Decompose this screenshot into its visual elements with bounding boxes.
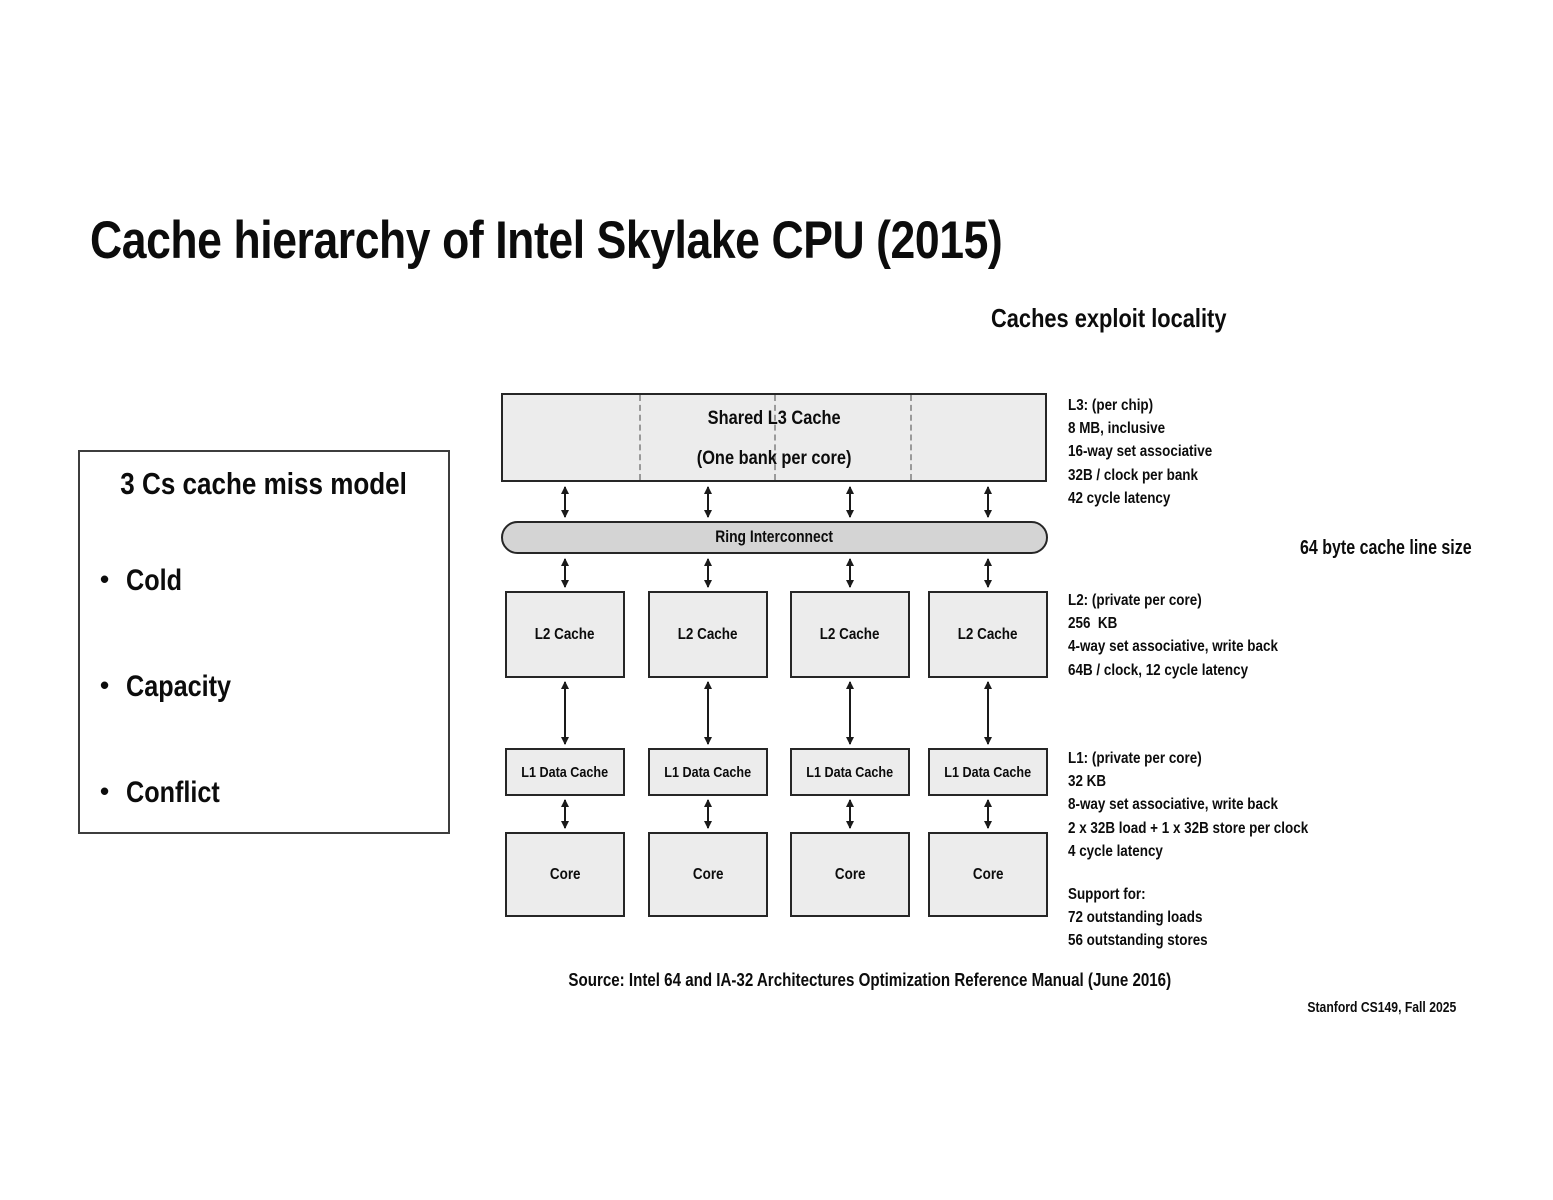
l2-label: L2 Cache (535, 626, 595, 643)
l1-annotation: L1: (private per core) 32 KB 8-way set a… (1068, 747, 1354, 863)
annotation-line: 32 KB (1068, 773, 1107, 791)
l3-label-line2: (One bank per core) (696, 447, 852, 469)
l1-label: L1 Data Cache (521, 764, 609, 781)
l1-label: L1 Data Cache (664, 764, 752, 781)
annotation-line: 256 KB (1068, 615, 1118, 633)
l2-annotation: L2: (private per core) 256 KB 4-way set … (1068, 589, 1318, 682)
bullet-icon: • (100, 776, 110, 806)
annotation-line: 2 x 32B load + 1 x 32B store per clock (1068, 819, 1309, 837)
bullet-icon: • (100, 564, 110, 594)
cache-line-size-note: 64 byte cache line size (1300, 537, 1472, 559)
core-box: Core (790, 832, 910, 917)
arrow-l2-l1 (561, 681, 569, 745)
annotation-line: Support for: (1068, 886, 1146, 903)
arrow-ring-l2 (561, 558, 569, 588)
l2-cache-box: L2 Cache (928, 591, 1048, 678)
miss-model-item-cold: •Cold (100, 564, 182, 597)
arrow-l3-ring (846, 486, 854, 518)
core-label: Core (549, 866, 581, 883)
subtitle-caches-exploit-locality: Caches exploit locality (991, 303, 1227, 333)
core-label: Core (834, 866, 866, 883)
core-box: Core (505, 832, 625, 917)
l2-cache-box: L2 Cache (790, 591, 910, 678)
arrow-ring-l2 (846, 558, 854, 588)
arrow-l1-core (704, 799, 712, 829)
core-box: Core (928, 832, 1048, 917)
l1-data-cache-box: L1 Data Cache (648, 748, 768, 796)
core-label: Core (692, 866, 724, 883)
l2-label: L2 Cache (958, 626, 1018, 643)
annotation-line: 64B / clock, 12 cycle latency (1068, 661, 1249, 679)
arrow-l3-ring (984, 486, 992, 518)
core-box: Core (648, 832, 768, 917)
l2-cache-box: L2 Cache (505, 591, 625, 678)
l3-bank-divider (909, 395, 912, 480)
miss-model-title: 3 Cs cache miss model (120, 466, 408, 501)
arrow-l1-core (846, 799, 854, 829)
l3-cache-box: Shared L3 Cache (One bank per core) (501, 393, 1047, 482)
support-annotation: Support for: 72 outstanding loads 56 out… (1068, 883, 1234, 953)
annotation-line: L2: (private per core) (1068, 592, 1202, 609)
core-label: Core (972, 866, 1004, 883)
annotation-line: 16-way set associative (1068, 443, 1213, 461)
ring-label: Ring Interconnect (715, 528, 834, 546)
l1-label: L1 Data Cache (806, 764, 894, 781)
l1-data-cache-box: L1 Data Cache (790, 748, 910, 796)
l3-annotation: L3: (per chip) 8 MB, inclusive 16-way se… (1068, 394, 1240, 510)
page-title: Cache hierarchy of Intel Skylake CPU (20… (90, 210, 1176, 271)
l2-label: L2 Cache (678, 626, 738, 643)
annotation-line: 42 cycle latency (1068, 489, 1171, 507)
l2-label: L2 Cache (820, 626, 880, 643)
miss-model-item-conflict: •Conflict (100, 776, 220, 809)
l2-cache-box: L2 Cache (648, 591, 768, 678)
l1-data-cache-box: L1 Data Cache (505, 748, 625, 796)
annotation-line: 4-way set associative, write back (1068, 638, 1278, 656)
arrow-l3-ring (561, 486, 569, 518)
miss-model-item-capacity: •Capacity (100, 670, 232, 703)
annotation-line: L3: (per chip) (1068, 397, 1154, 414)
annotation-line: L1: (private per core) (1068, 750, 1202, 767)
l3-bank-divider (638, 395, 641, 480)
bullet-icon: • (100, 670, 110, 700)
l1-label: L1 Data Cache (944, 764, 1032, 781)
l3-label-line1: Shared L3 Cache (707, 407, 841, 429)
page-title-text: Cache hierarchy of Intel Skylake CPU (20… (90, 211, 1003, 270)
source-citation: Source: Intel 64 and IA-32 Architectures… (568, 970, 1172, 990)
l3-bank-divider (774, 395, 776, 480)
annotation-line: 32B / clock per bank (1068, 466, 1198, 484)
course-footer: Stanford CS149, Fall 2025 (1307, 1000, 1456, 1016)
arrow-l3-ring (704, 486, 712, 518)
miss-model-box: 3 Cs cache miss model •Cold •Capacity •C… (78, 450, 450, 834)
annotation-line: 8-way set associative, write back (1068, 796, 1278, 814)
arrow-l2-l1 (704, 681, 712, 745)
annotation-line: 8 MB, inclusive (1068, 420, 1166, 438)
l1-data-cache-box: L1 Data Cache (928, 748, 1048, 796)
arrow-ring-l2 (704, 558, 712, 588)
arrow-l2-l1 (984, 681, 992, 745)
arrow-l1-core (561, 799, 569, 829)
arrow-l1-core (984, 799, 992, 829)
arrow-l2-l1 (846, 681, 854, 745)
ring-interconnect: Ring Interconnect (501, 521, 1048, 554)
annotation-line: 72 outstanding loads (1068, 909, 1203, 927)
arrow-ring-l2 (984, 558, 992, 588)
annotation-line: 56 outstanding stores (1068, 932, 1208, 950)
annotation-line: 4 cycle latency (1068, 842, 1163, 860)
